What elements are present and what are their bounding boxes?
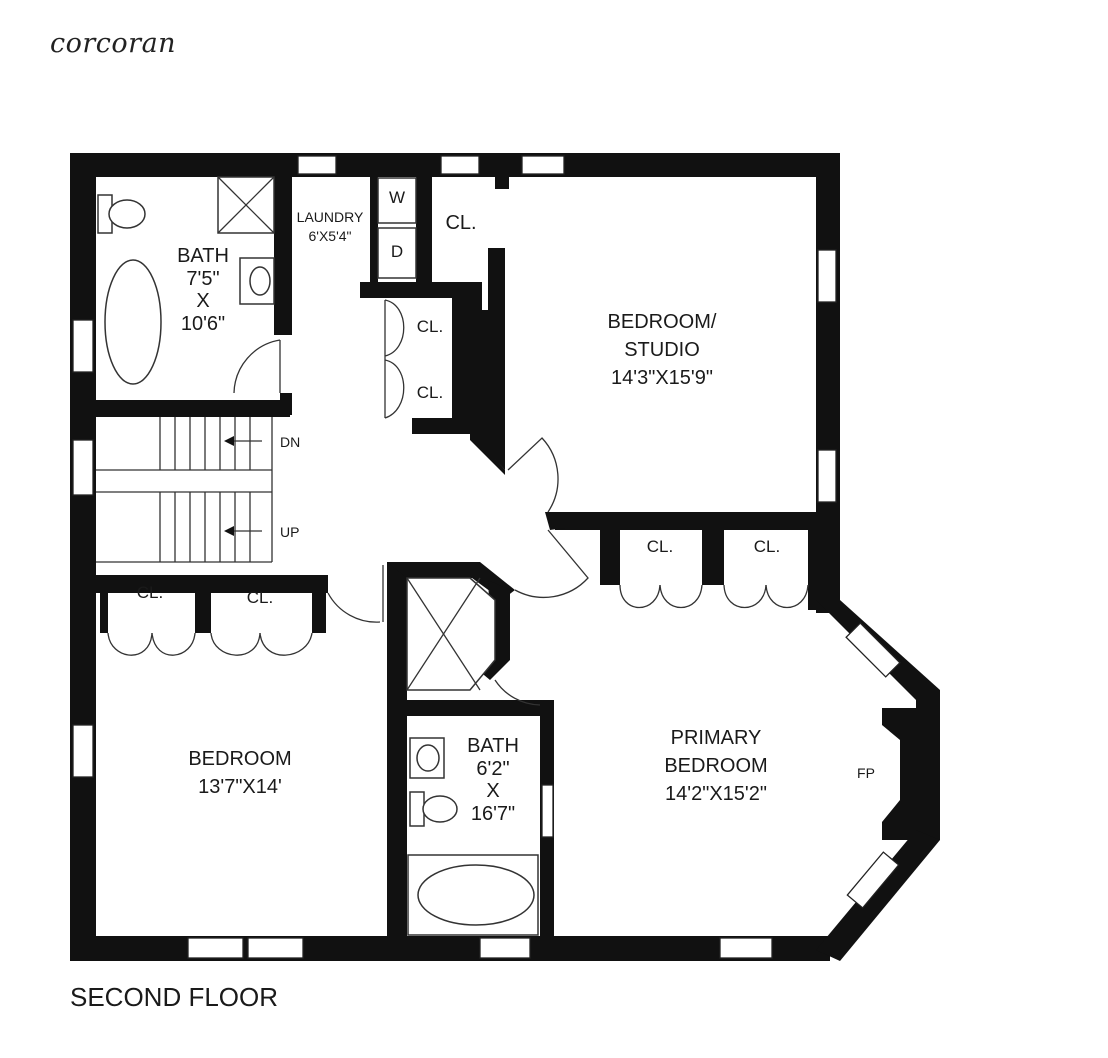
stairs-up-label: UP <box>280 524 299 540</box>
bath1-dim-x: X <box>196 290 209 312</box>
bath2-name: BATH <box>467 735 519 757</box>
bedroom-size: 13'7"X14' <box>198 776 282 798</box>
bath1-dim-1: 7'5" <box>186 268 219 290</box>
floor-title: SECOND FLOOR <box>70 982 279 1012</box>
dryer-label: D <box>391 242 403 261</box>
bath1-name: BATH <box>177 245 229 267</box>
brand-logo: corcoran <box>50 28 177 59</box>
closet-label: CL. <box>247 588 273 607</box>
bath2-dim-1: 6'2" <box>476 758 509 780</box>
bedroom-studio-name-1: BEDROOM/ <box>608 311 717 333</box>
bath1-dim-2: 10'6" <box>181 313 225 335</box>
stairs-down-label: DN <box>280 434 300 450</box>
closet-label: CL. <box>137 583 163 602</box>
primary-size: 14'2"X15'2" <box>665 783 767 805</box>
primary-name-2: BEDROOM <box>664 755 767 777</box>
bedroom-name: BEDROOM <box>188 748 291 770</box>
closet-label: CL. <box>445 212 476 234</box>
fixtures <box>96 176 809 936</box>
bedroom-studio-size: 14'3"X15'9" <box>611 367 713 389</box>
bath2-dim-x: X <box>486 780 499 802</box>
laundry-size: 6'X5'4" <box>308 228 351 244</box>
washer-label: W <box>389 188 405 207</box>
bedroom-studio-name-2: STUDIO <box>624 339 700 361</box>
room-labels: BATH 7'5" X 10'6" LAUNDRY 6'X5'4" W D CL… <box>137 188 875 825</box>
closet-label: CL. <box>647 537 673 556</box>
walls <box>70 153 940 961</box>
primary-name-1: PRIMARY <box>671 727 762 749</box>
fireplace-label: FP <box>857 765 875 781</box>
laundry-name: LAUNDRY <box>297 209 364 225</box>
closet-label: CL. <box>417 317 443 336</box>
closet-label: CL. <box>417 383 443 402</box>
windows <box>72 155 901 959</box>
closet-label: CL. <box>754 537 780 556</box>
bath2-dim-2: 16'7" <box>471 803 515 825</box>
stair-treads <box>96 417 273 563</box>
